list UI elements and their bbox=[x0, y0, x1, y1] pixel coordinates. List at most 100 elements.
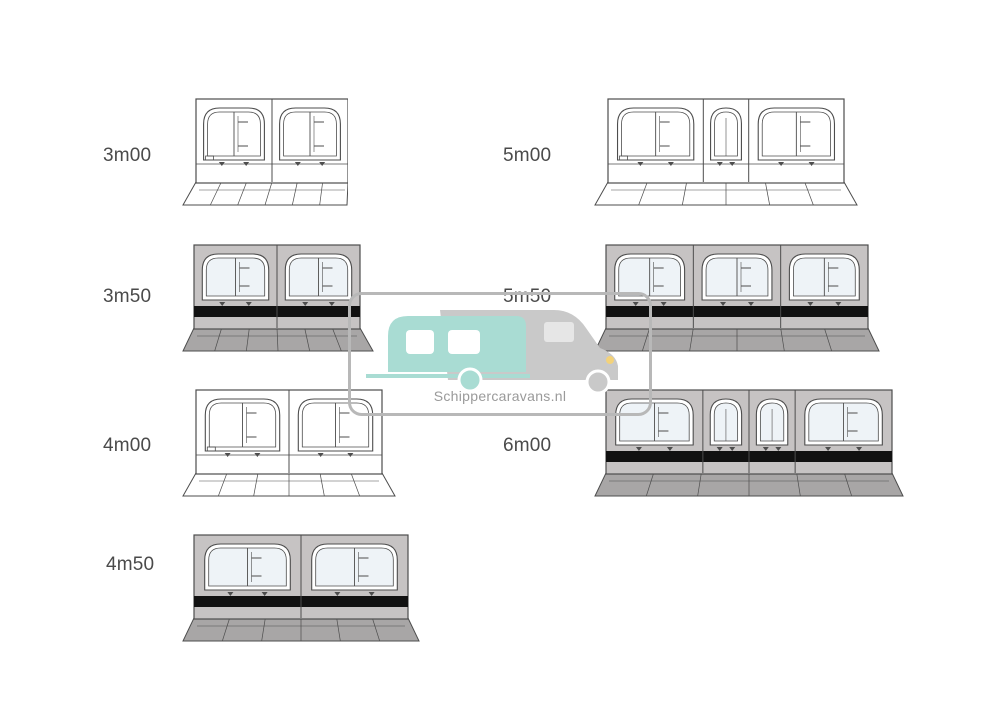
size-label-4m50: 4m50 bbox=[106, 554, 155, 575]
size-label-5m50: 5m50 bbox=[503, 286, 552, 307]
ground-segment-line bbox=[291, 181, 298, 206]
ground-segment-line bbox=[823, 327, 833, 352]
window-toggle bbox=[227, 592, 234, 596]
window-frame bbox=[204, 398, 281, 452]
window-toggle bbox=[747, 302, 754, 306]
window-toggle bbox=[660, 302, 667, 306]
ground-segment-line bbox=[319, 472, 325, 497]
window-frame bbox=[757, 107, 836, 161]
window-frame bbox=[297, 398, 374, 452]
window-toggle bbox=[807, 302, 814, 306]
awning-drawing-5m50 bbox=[594, 244, 880, 352]
window-toggle bbox=[319, 162, 326, 166]
awning-drawing-3m00 bbox=[182, 98, 348, 206]
size-label-4m00: 4m00 bbox=[103, 435, 152, 456]
window-toggle bbox=[334, 592, 341, 596]
window-toggle bbox=[856, 447, 863, 451]
window-toggle bbox=[637, 162, 644, 166]
window-toggle bbox=[720, 302, 727, 306]
ground-segment-line bbox=[253, 472, 259, 497]
window-frame bbox=[710, 107, 742, 161]
window-toggle bbox=[729, 162, 736, 166]
awning-drawing-3m50 bbox=[182, 244, 374, 352]
window-toggle bbox=[808, 162, 815, 166]
window-glass bbox=[761, 111, 831, 157]
ground-segment-line bbox=[796, 472, 801, 497]
ground-segment-line bbox=[276, 327, 279, 352]
ground-segment-line bbox=[237, 181, 247, 206]
window-toggle bbox=[666, 447, 673, 451]
awning-badge-icon bbox=[206, 446, 216, 452]
window-glass bbox=[208, 402, 277, 448]
window-frame bbox=[616, 107, 695, 161]
ground-segment-line bbox=[218, 472, 228, 497]
awning-drawing-4m50 bbox=[182, 534, 420, 642]
ground-segment-line bbox=[319, 181, 324, 206]
window-toggle bbox=[762, 447, 769, 451]
window-toggle bbox=[317, 453, 324, 457]
size-label-6m00: 6m00 bbox=[503, 435, 552, 456]
window-toggle bbox=[219, 302, 226, 306]
size-label-3m50: 3m50 bbox=[103, 286, 152, 307]
window-toggle bbox=[302, 302, 309, 306]
ground-segment-line bbox=[697, 472, 702, 497]
watermark-text: Schippercaravans.nl bbox=[433, 388, 567, 404]
watermark-frame bbox=[348, 292, 652, 416]
awning-drawing-6m00 bbox=[594, 389, 904, 497]
ground-segment-line bbox=[641, 327, 651, 352]
window-toggle bbox=[716, 447, 723, 451]
ground-segment-line bbox=[764, 181, 771, 206]
window-toggle bbox=[635, 447, 642, 451]
awning-badge-icon bbox=[619, 155, 628, 161]
window-toggle bbox=[825, 447, 832, 451]
ground-segment-line bbox=[332, 327, 342, 352]
window-toggle bbox=[261, 592, 268, 596]
awning-drawing-4m00 bbox=[182, 389, 396, 497]
ground-segment-line bbox=[245, 327, 250, 352]
ground-segment-line bbox=[264, 181, 273, 206]
ground-segment-line bbox=[221, 617, 231, 642]
window-toggle bbox=[775, 447, 782, 451]
window-toggle bbox=[716, 162, 723, 166]
caravan-motorhome-icon bbox=[348, 292, 652, 416]
window-glass bbox=[621, 111, 691, 157]
ground-segment-line bbox=[645, 472, 655, 497]
window-toggle bbox=[328, 302, 335, 306]
window-toggle bbox=[243, 162, 250, 166]
ground-skirt bbox=[182, 181, 348, 206]
window-toggle bbox=[218, 162, 225, 166]
ground-segment-line bbox=[261, 617, 266, 642]
ground-segment-line bbox=[214, 327, 223, 352]
window-toggle bbox=[224, 453, 231, 457]
awning-drawing-5m00 bbox=[594, 98, 858, 206]
ground-segment-line bbox=[689, 327, 694, 352]
window-toggle bbox=[368, 592, 375, 596]
window-toggle bbox=[632, 302, 639, 306]
ground-segment-line bbox=[371, 617, 381, 642]
window-toggle bbox=[245, 302, 252, 306]
window-glass bbox=[714, 111, 738, 157]
window-frame bbox=[203, 107, 265, 161]
window-glass bbox=[283, 111, 337, 157]
window-toggle bbox=[667, 162, 674, 166]
window-glass bbox=[207, 111, 261, 157]
ground-segment-line bbox=[304, 327, 311, 352]
window-toggle bbox=[294, 162, 301, 166]
window-toggle bbox=[778, 162, 785, 166]
window-frame bbox=[279, 107, 341, 161]
window-toggle bbox=[729, 447, 736, 451]
ground-segment-line bbox=[843, 472, 853, 497]
ground-segment-line bbox=[804, 181, 814, 206]
size-label-3m00: 3m00 bbox=[103, 145, 152, 166]
window-toggle bbox=[347, 453, 354, 457]
ground-segment-line bbox=[210, 181, 222, 206]
ground-segment-line bbox=[780, 327, 785, 352]
size-label-5m00: 5m00 bbox=[503, 145, 552, 166]
ground-segment-line bbox=[350, 472, 360, 497]
skirt-band bbox=[606, 306, 868, 317]
ground-segment-line bbox=[638, 181, 648, 206]
window-glass bbox=[301, 402, 370, 448]
ground-segment-line bbox=[681, 181, 688, 206]
watermark: Schippercaravans.nl bbox=[348, 292, 652, 416]
